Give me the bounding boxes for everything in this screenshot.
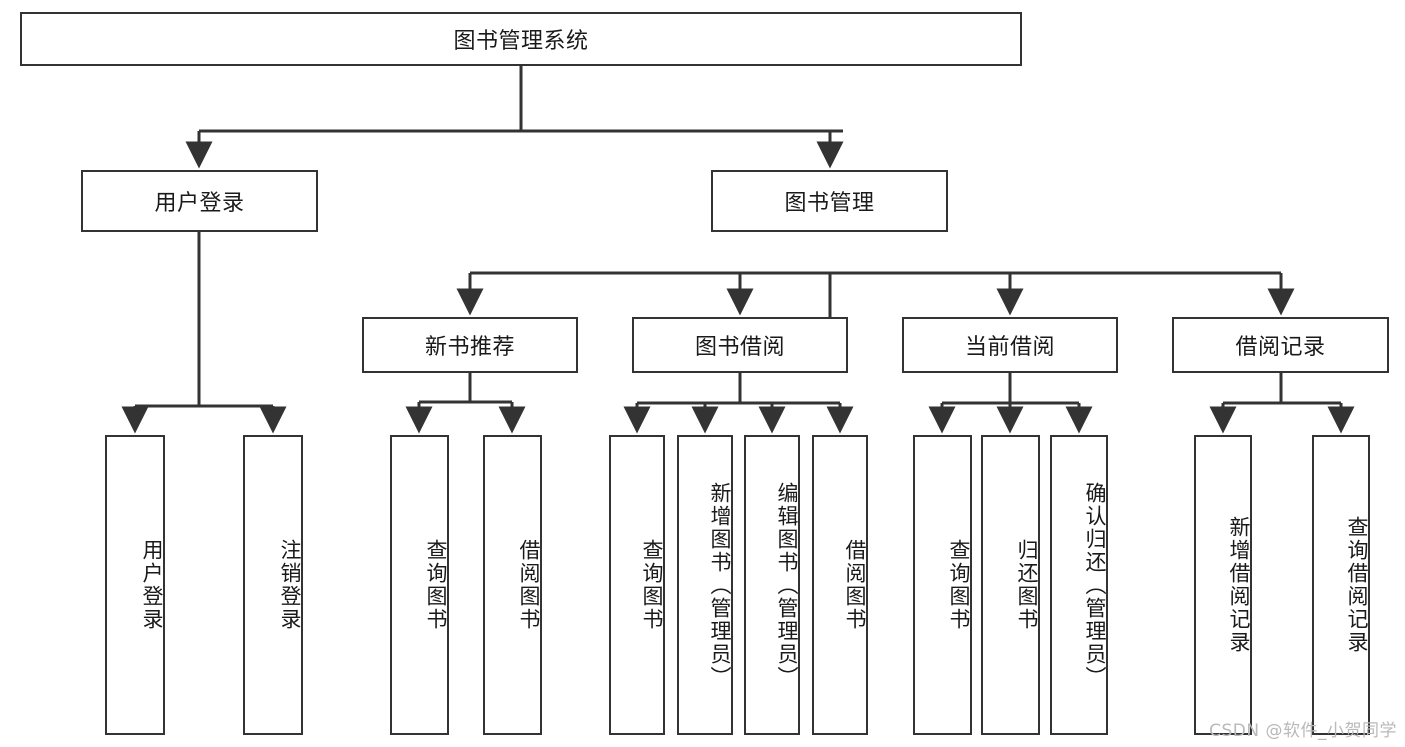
node-leaf-confirm-return[interactable]: 确认归还（管理员） [1050, 435, 1108, 735]
node-leaf-query-book-2[interactable]: 查询图书 [609, 435, 665, 735]
node-leaf-return-book[interactable]: 归还图书 [981, 435, 1040, 735]
node-leaf-borrow-book-1[interactable]: 借阅图书 [483, 435, 542, 735]
node-book-manage-label: 图书管理 [784, 191, 875, 216]
node-leaf-query-book-3-label: 查询图书 [947, 539, 971, 631]
node-leaf-return-book-label: 归还图书 [1015, 539, 1039, 631]
node-root[interactable]: 图书管理系统 [20, 12, 1022, 66]
node-leaf-borrow-book-1-label: 借阅图书 [517, 539, 541, 631]
node-leaf-add-book-label: 新增图书（管理员） [708, 481, 732, 689]
node-new-book-rec-label: 新书推荐 [424, 335, 515, 360]
node-root-label: 图书管理系统 [453, 29, 589, 54]
node-new-book-rec[interactable]: 新书推荐 [362, 317, 578, 373]
node-leaf-query-record[interactable]: 查询借阅记录 [1312, 435, 1370, 735]
node-leaf-add-record-label: 新增借阅记录 [1227, 516, 1251, 654]
node-book-borrow[interactable]: 图书借阅 [632, 317, 848, 373]
node-leaf-borrow-book-2-label: 借阅图书 [843, 539, 867, 631]
node-leaf-user-login[interactable]: 用户登录 [105, 435, 165, 735]
node-leaf-edit-book[interactable]: 编辑图书（管理员） [744, 435, 800, 735]
node-book-borrow-label: 图书借阅 [694, 335, 785, 360]
node-current-borrow-label: 当前借阅 [964, 335, 1055, 360]
node-borrow-record[interactable]: 借阅记录 [1172, 317, 1389, 373]
node-user-login[interactable]: 用户登录 [81, 170, 318, 232]
node-leaf-logout[interactable]: 注销登录 [243, 435, 303, 735]
csdn-watermark: CSDN @软件_小贺同学 [1209, 721, 1397, 741]
node-leaf-add-book[interactable]: 新增图书（管理员） [677, 435, 733, 735]
node-leaf-edit-book-label: 编辑图书（管理员） [775, 481, 799, 689]
node-leaf-query-book-3[interactable]: 查询图书 [913, 435, 972, 735]
node-current-borrow[interactable]: 当前借阅 [902, 317, 1118, 373]
node-leaf-query-book-2-label: 查询图书 [640, 539, 664, 631]
node-leaf-logout-label: 注销登录 [278, 539, 302, 631]
node-leaf-query-book-1[interactable]: 查询图书 [390, 435, 449, 735]
node-leaf-add-record[interactable]: 新增借阅记录 [1194, 435, 1252, 735]
node-book-manage[interactable]: 图书管理 [711, 170, 948, 232]
node-leaf-confirm-return-label: 确认归还（管理员） [1083, 481, 1107, 689]
node-leaf-query-record-label: 查询借阅记录 [1345, 516, 1369, 654]
node-leaf-user-login-label: 用户登录 [140, 539, 164, 631]
node-user-login-label: 用户登录 [154, 191, 245, 216]
node-leaf-borrow-book-2[interactable]: 借阅图书 [812, 435, 868, 735]
node-borrow-record-label: 借阅记录 [1235, 335, 1326, 360]
node-leaf-query-book-1-label: 查询图书 [424, 539, 448, 631]
